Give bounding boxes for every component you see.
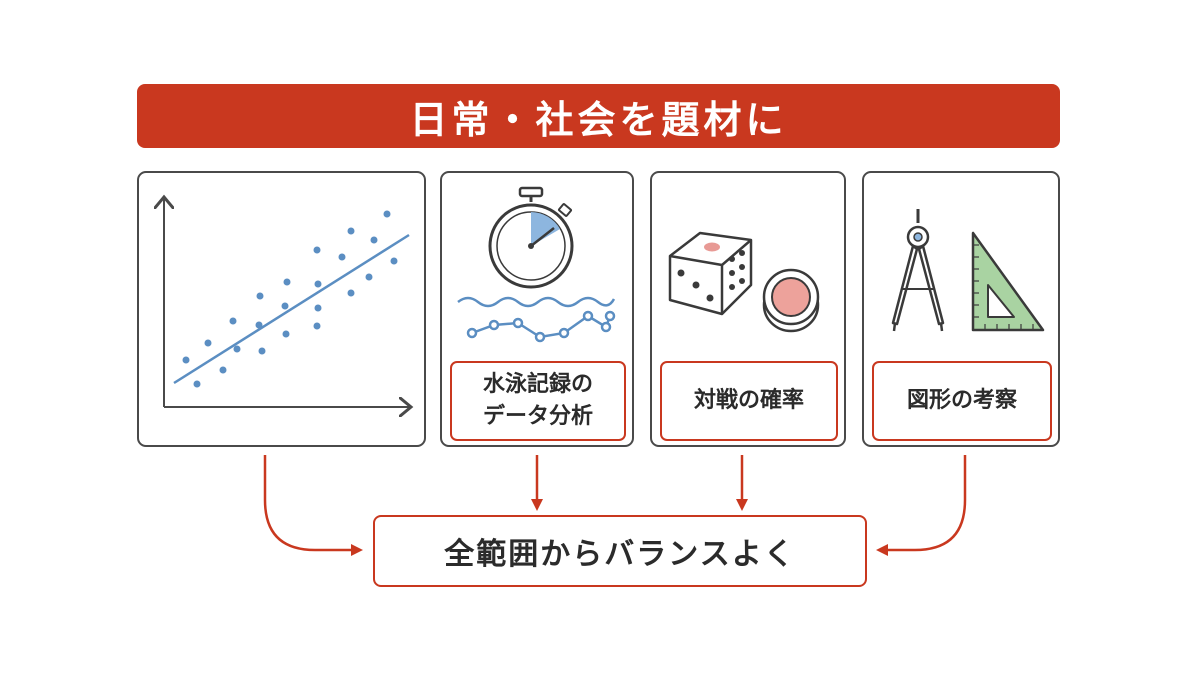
title-banner: 日常・社会を題材に	[137, 84, 1060, 148]
set-square-icon	[971, 231, 1045, 332]
probability-label: 対戦の確率	[660, 361, 838, 441]
geometry-label-text: 図形の考察	[906, 388, 1017, 414]
geometry-label: 図形の考察	[872, 361, 1052, 441]
dice-icon	[668, 231, 820, 333]
stopwatch-icon	[457, 186, 616, 343]
scatter-plot-card	[137, 171, 426, 447]
swim-data-label: 水泳記録の データ分析	[450, 361, 626, 441]
swim-data-label-line2: データ分析	[482, 404, 593, 429]
probability-label-text: 対戦の確率	[693, 388, 804, 414]
swim-data-label-line1: 水泳記録の	[482, 372, 593, 398]
water-wave-icon	[457, 296, 616, 308]
result-text: 全範囲からバランスよく	[444, 537, 796, 572]
probability-card: 対戦の確率	[650, 171, 846, 447]
line-graph-icon	[466, 310, 616, 343]
banner-title: 日常・社会を題材に	[409, 97, 788, 142]
scatter-plot-icon	[139, 173, 428, 449]
coin-icon	[762, 268, 820, 333]
geometry-card: 図形の考察	[862, 171, 1060, 447]
swim-data-card: 水泳記録の データ分析	[440, 171, 634, 447]
compass-icon	[891, 209, 1045, 332]
result-box: 全範囲からバランスよく	[373, 515, 867, 587]
